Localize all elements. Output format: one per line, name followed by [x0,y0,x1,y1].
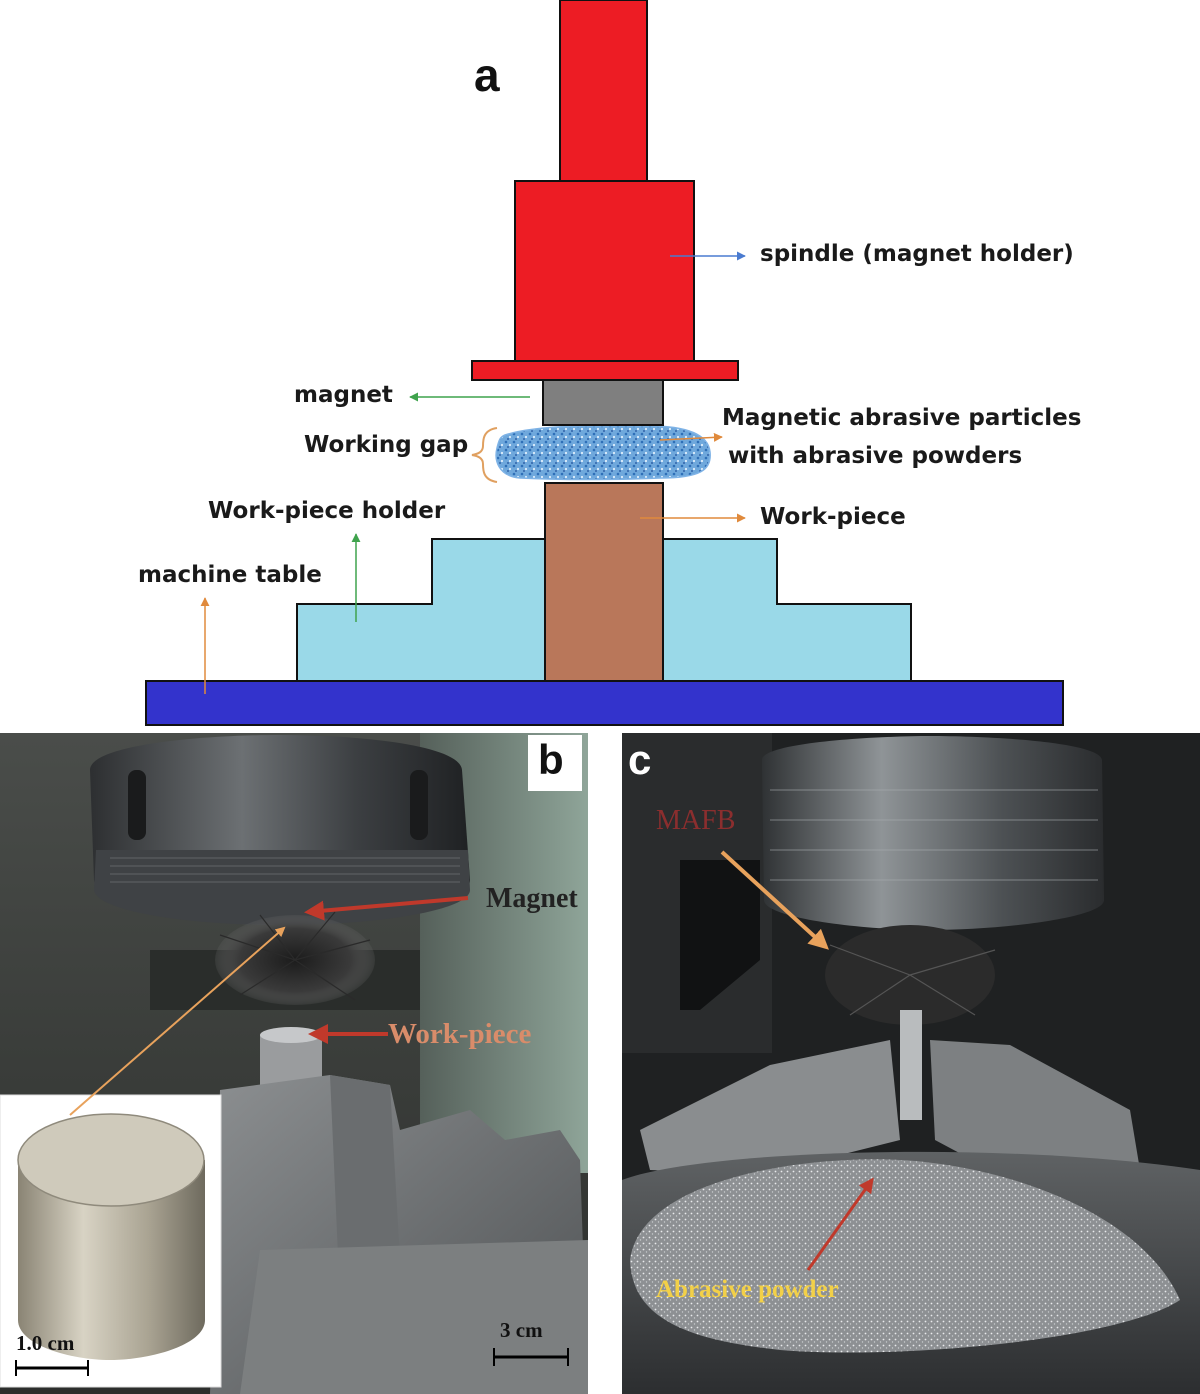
spindle-label: spindle (magnet holder) [760,241,1074,267]
workpiece-holder-label: Work-piece holder [208,498,446,524]
abrasive-powder-label: Abrasive powder [656,1276,839,1303]
panel-c-letter: c [628,736,652,783]
panel-a-letter: a [474,49,500,101]
photo-b-content [0,733,588,1394]
photo-magnet-label: Magnet [486,883,578,914]
photo-workpiece-label: Work-piece [388,1018,532,1050]
inset-leader-line [69,926,286,1116]
magnet-photo-arrow [304,896,469,921]
schematic-diagram [145,0,1064,726]
working-gap-label: Working gap [304,432,469,458]
powder-arrow [806,1177,874,1271]
mafb-arrow [720,850,829,950]
machine-table [145,680,1064,726]
scale-inset-label: 1.0 cm [16,1331,75,1355]
panel-b-letter: b [538,736,564,783]
working-gap-brace [471,427,498,483]
spindle-body [514,180,695,362]
magnet [542,379,664,426]
magnet-label: magnet [294,382,393,408]
spindle-shaft [559,0,648,182]
workpiece [544,482,664,682]
spindle-flange [471,360,739,381]
mafb-label: MAFB [656,805,736,836]
machine-table-label: machine table [138,562,322,588]
scale-main-label: 3 cm [500,1318,543,1342]
abrasive-label-line2: with abrasive powders [728,443,1023,469]
workpiece-label: Work-piece [760,504,906,530]
abrasive-label-line1: Magnetic abrasive particles [722,405,1082,431]
abrasive-arrow [659,432,723,442]
abrasive-particles [495,425,711,481]
